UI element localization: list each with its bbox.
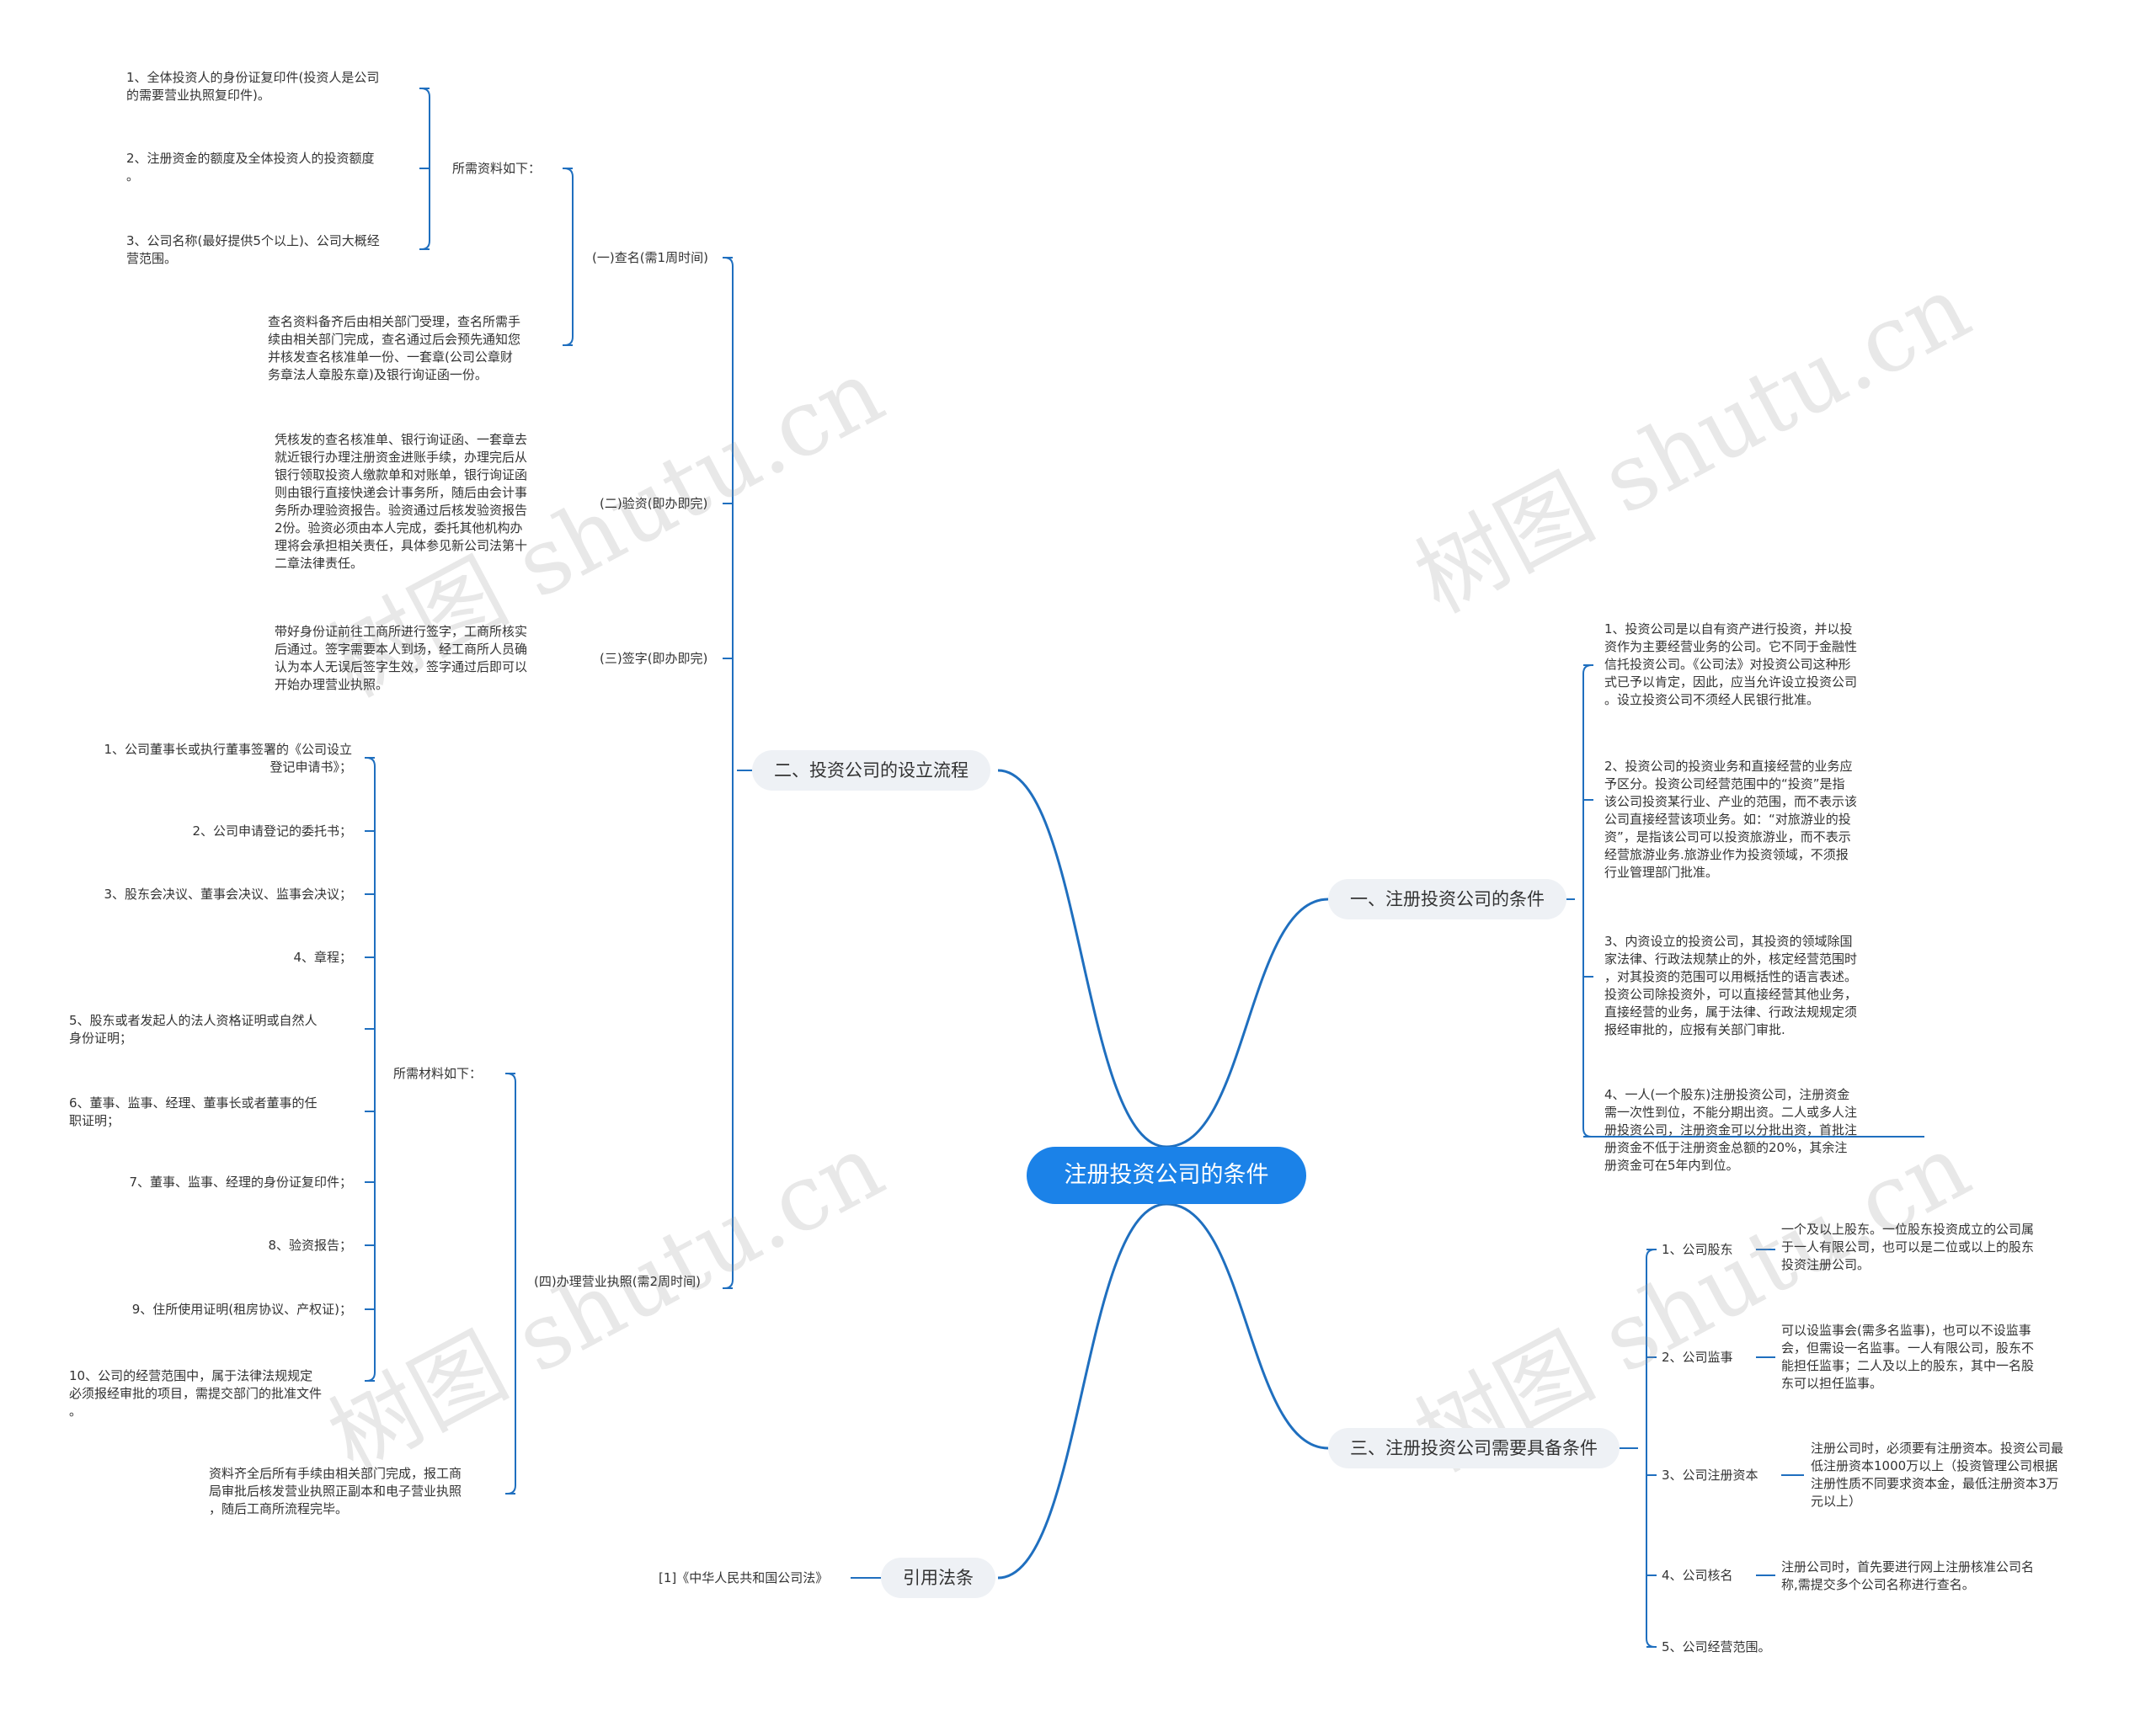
- condition-3: 3、内资设立的投资公司，其投资的领域除国 家法律、行政法规禁止的外，核定经营范围…: [1604, 934, 1858, 1037]
- step-name-check: (一)查名(需1周时间): [592, 250, 708, 265]
- req-label-business-scope: 5、公司经营范围。: [1662, 1639, 1771, 1654]
- branch-setup-process[interactable]: 二、投资公司的设立流程: [752, 750, 990, 791]
- license-material-2: 2、公司申请登记的委托书；: [192, 823, 352, 839]
- req-label-capital: 3、公司注册资本: [1662, 1468, 1758, 1483]
- bracket: [420, 88, 430, 250]
- step-capital-verification: (二)验资(即办即完): [600, 496, 708, 511]
- watermark: 树图 shutu.cn: [1399, 255, 1987, 634]
- license-material-1: 1、公司董事长或执行董事签署的《公司设立 登记申请书》；: [104, 742, 352, 775]
- bracket: [366, 757, 376, 1382]
- condition-1: 1、投资公司是以自有资产进行投资，并以投 资作为主要经营业务的公司。它不同于金融…: [1604, 621, 1858, 707]
- bracket: [1582, 664, 1593, 1138]
- name-check-material-1: 1、全体投资人的身份证复印件(投资人是公司 的需要营业执照复印件)。: [126, 70, 380, 103]
- branch-cited-law[interactable]: 引用法条: [881, 1558, 995, 1598]
- req-text-capital: 注册公司时，必须要有注册资本。投资公司最 低注册资本1000万以上（投资管理公司…: [1811, 1441, 2064, 1509]
- bracket: [563, 168, 574, 346]
- root-to-branch-2: [997, 769, 1167, 1148]
- req-label-supervisor: 2、公司监事: [1662, 1350, 1733, 1365]
- root-to-branch-4: [997, 1202, 1167, 1580]
- license-material-3: 3、股东会决议、董事会决议、监事会决议；: [104, 887, 352, 902]
- name-check-materials-label: 所需资料如下：: [452, 161, 542, 176]
- cited-law-1: [1]《中华人民共和国公司法》: [659, 1570, 829, 1585]
- req-text-name-check: 注册公司时，首先要进行网上注册核准公司名 称,需提交多个公司名称进行查名。: [1781, 1559, 2035, 1592]
- license-materials-label: 所需材料如下：: [393, 1066, 483, 1081]
- name-check-material-2: 2、注册资金的额度及全体投资人的投资额度 。: [126, 151, 375, 184]
- condition-2: 2、投资公司的投资业务和直接经营的业务应 予区分。投资公司经营范围中的“投资”是…: [1604, 759, 1858, 880]
- step-business-license: (四)办理营业执照(需2周时间): [534, 1274, 701, 1289]
- req-label-shareholders: 1、公司股东: [1662, 1242, 1733, 1257]
- signing-text: 带好身份证前往工商所进行签字，工商所核实 后通过。签字需要本人到场，经工商所人员…: [275, 624, 528, 692]
- branch-requirements[interactable]: 三、注册投资公司需要具备条件: [1328, 1428, 1620, 1468]
- license-material-7: 7、董事、监事、经理的身份证复印件；: [129, 1175, 352, 1190]
- root-topic[interactable]: 注册投资公司的条件: [1027, 1147, 1306, 1204]
- branch-conditions[interactable]: 一、注册投资公司的条件: [1328, 879, 1566, 919]
- license-material-10: 10、公司的经营范围中，属于法律法规规定 必须报经审批的项目，需提交部门的批准文…: [69, 1368, 323, 1419]
- name-check-material-3: 3、公司名称(最好提供5个以上)、公司大概经 营范围。: [126, 233, 380, 266]
- root-to-branch-1: [1166, 898, 1329, 1148]
- license-material-6: 6、董事、监事、经理、董事长或者董事的任 职证明；: [69, 1095, 318, 1128]
- req-text-shareholders: 一个及以上股东。一位股东投资成立的公司属 于一人有限公司，也可以是二位或以上的股…: [1781, 1222, 2035, 1272]
- license-note: 资料齐全后所有手续由相关部门完成，报工商 局审批后核发营业执照正副本和电子营业执…: [209, 1466, 462, 1516]
- license-material-9: 9、住所使用证明(租房协议、产权证)；: [131, 1302, 352, 1317]
- req-text-supervisor: 可以设监事会(需多名监事)，也可以不设监事 会，但需设一名监事。一人有限公司，股…: [1781, 1323, 2035, 1391]
- watermark: 树图 shutu.cn: [312, 1114, 900, 1493]
- step-signing: (三)签字(即办即完): [600, 651, 708, 666]
- license-material-4: 4、章程；: [293, 950, 352, 965]
- capital-verification-text: 凭核发的查名核准单、银行询证函、一套章去 就近银行办理注册资金进账手续，办理完后…: [275, 432, 528, 571]
- license-material-8: 8、验资报告；: [268, 1238, 352, 1253]
- name-check-note: 查名资料备齐后由相关部门受理，查名所需手 续由相关部门完成，查名通过后会预先通知…: [268, 314, 521, 382]
- condition-4: 4、一人(一个股东)注册投资公司，注册资金 需一次性到位，不能分期出资。二人或多…: [1604, 1087, 1858, 1173]
- license-material-5: 5、股东或者发起人的法人资格证明或自然人 身份证明；: [69, 1013, 318, 1046]
- req-label-name-check: 4、公司核名: [1662, 1568, 1733, 1583]
- root-to-branch-3: [1166, 1202, 1329, 1450]
